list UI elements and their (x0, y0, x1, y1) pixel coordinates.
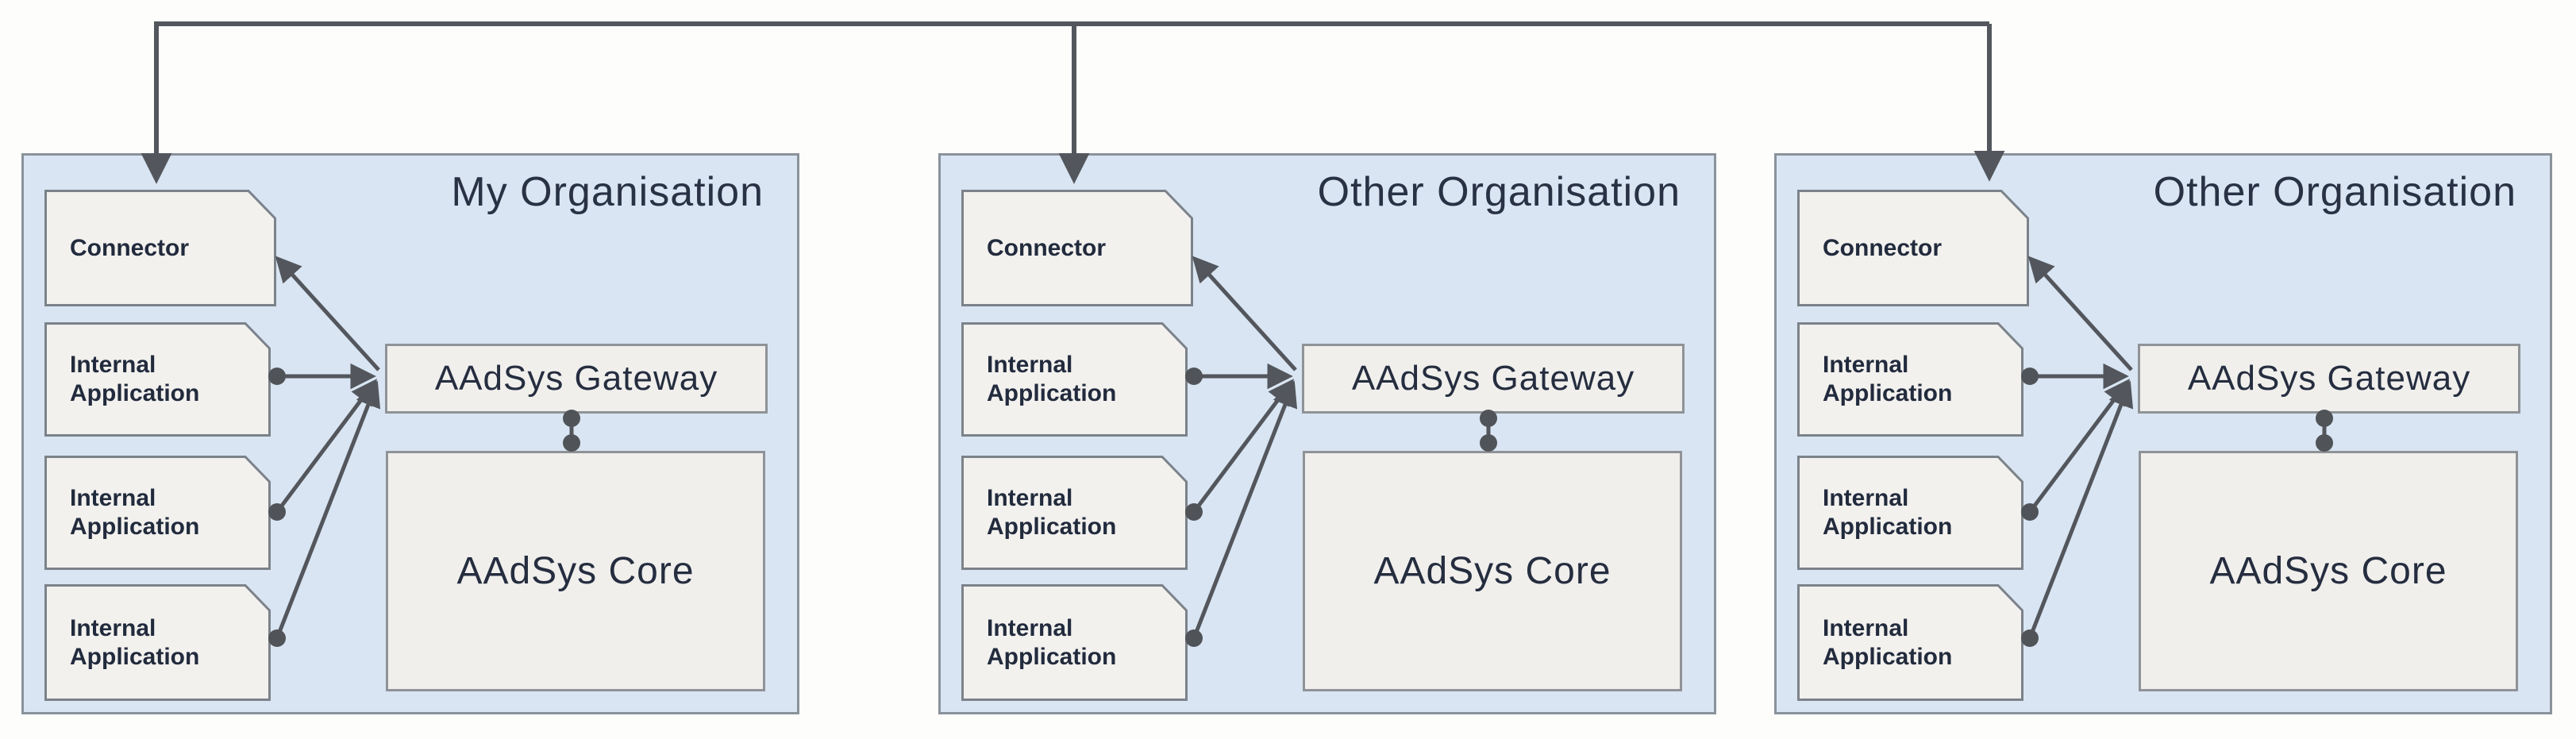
internal-application-label: Internal Application (1823, 352, 1953, 406)
internal-application-label: Internal Application (987, 352, 1117, 406)
panel-other-organisation-1: Other Organisation Connector Internal Ap… (938, 153, 1716, 714)
aadsys-gateway-box: AAdSys Gateway (385, 344, 768, 414)
note-shape (1797, 456, 2023, 570)
connector-label: Connector (70, 234, 189, 261)
internal-application-box: Internal Application (961, 322, 1188, 437)
connector-label: Connector (987, 234, 1106, 261)
note-shape (1797, 190, 2029, 306)
note-shape (1797, 322, 2023, 437)
internal-application-label: Internal Application (70, 352, 200, 406)
panel-title: Other Organisation (1317, 169, 1681, 215)
panel-title: My Organisation (451, 169, 764, 215)
internal-application-label: Internal Application (987, 614, 1117, 670)
internal-application-box: Internal Application (1797, 456, 2023, 570)
note-shape (961, 190, 1193, 306)
internal-application-box: Internal Application (1797, 584, 2023, 701)
aadsys-gateway-box: AAdSys Gateway (1302, 344, 1685, 414)
internal-application-box: Internal Application (44, 456, 271, 570)
aadsys-core-box: AAdSys Core (1303, 451, 1682, 691)
note-shape (1797, 584, 2023, 701)
internal-application-box: Internal Application (961, 456, 1188, 570)
panel-my-organisation: My Organisation Connector Internal Appli… (21, 153, 799, 714)
aadsys-core-box: AAdSys Core (2139, 451, 2518, 691)
note-shape (44, 322, 271, 437)
connector-box: Connector (961, 190, 1193, 306)
panel-other-organisation-2: Other Organisation Connector Internal Ap… (1774, 153, 2552, 714)
note-shape (44, 456, 271, 570)
panel-title: Other Organisation (2153, 169, 2516, 215)
internal-application-box: Internal Application (44, 584, 271, 701)
internal-application-label: Internal Application (1823, 485, 1953, 540)
note-shape (961, 322, 1188, 437)
internal-application-label: Internal Application (70, 485, 200, 540)
aadsys-gateway-box: AAdSys Gateway (2138, 344, 2520, 414)
note-shape (961, 456, 1188, 570)
note-shape (44, 584, 271, 701)
connector-box: Connector (1797, 190, 2029, 306)
internal-application-label: Internal Application (70, 614, 200, 670)
internal-application-box: Internal Application (961, 584, 1188, 701)
note-shape (44, 190, 276, 306)
note-shape (961, 584, 1188, 701)
connector-label: Connector (1823, 234, 1942, 261)
internal-application-label: Internal Application (1823, 614, 1953, 670)
internal-application-box: Internal Application (1797, 322, 2023, 437)
internal-application-box: Internal Application (44, 322, 271, 437)
connector-box: Connector (44, 190, 276, 306)
aadsys-core-box: AAdSys Core (386, 451, 765, 691)
internal-application-label: Internal Application (987, 485, 1117, 540)
